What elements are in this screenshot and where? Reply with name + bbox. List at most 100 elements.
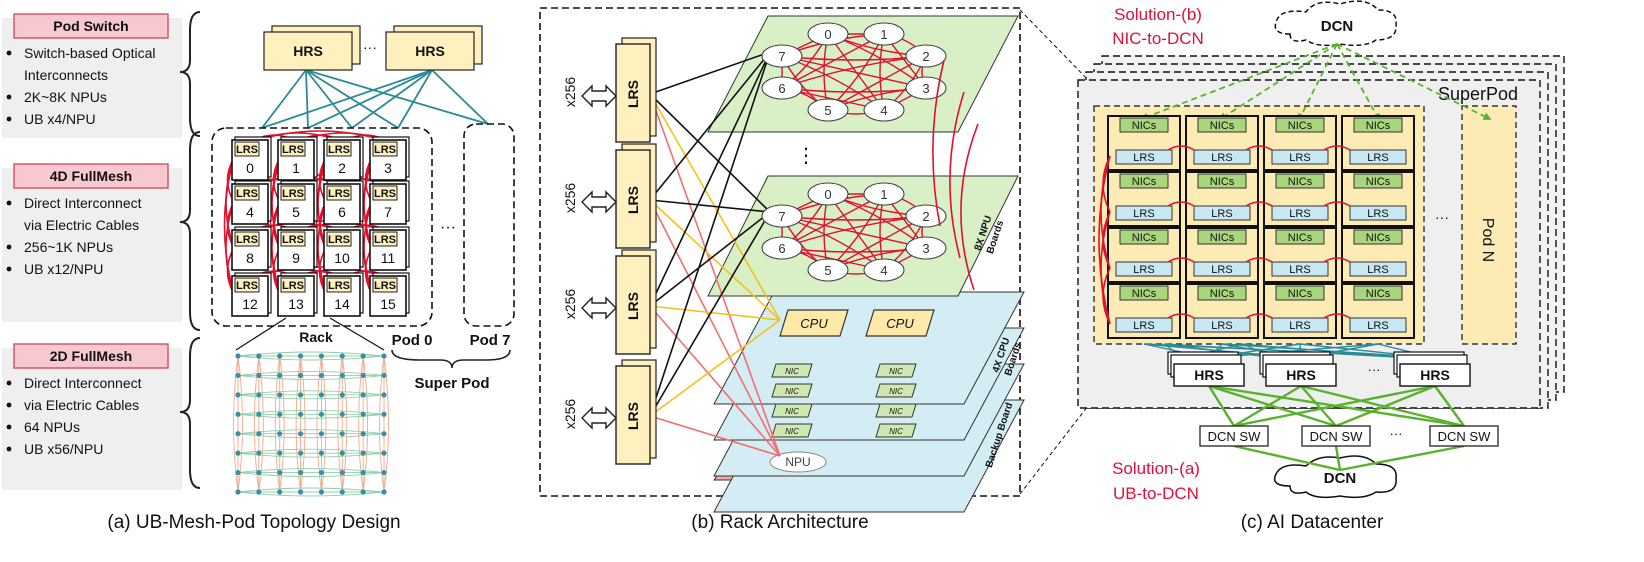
- hrs-link: [431, 69, 489, 125]
- npu-node: [297, 450, 304, 456]
- hrs-link: [305, 69, 399, 129]
- lrs-box: [280, 277, 306, 293]
- lrs-backup-link: [649, 199, 781, 457]
- nics-label: NICs: [1210, 288, 1235, 300]
- hrs-switch: [263, 31, 353, 71]
- npu-node: [381, 353, 387, 359]
- mesh-edge: [237, 390, 385, 396]
- rack-links: [649, 51, 781, 457]
- npu-node: [235, 450, 241, 456]
- lrs-box: [234, 231, 260, 247]
- nics-label: NICs: [1366, 120, 1391, 132]
- mesh-link: [1245, 145, 1273, 151]
- npu-node: [339, 353, 345, 359]
- lrs-label: LRS: [1367, 152, 1388, 164]
- npu-node: [381, 489, 387, 495]
- lrs-switch: [615, 149, 651, 249]
- lrs-label: LRS: [328, 188, 350, 200]
- nic-chip: [875, 383, 917, 398]
- caption-b: (b) Rack Architecture: [691, 512, 868, 533]
- lrs-label: LRS: [1367, 264, 1388, 276]
- rack-label: Rack: [299, 329, 333, 345]
- hrs-link: [307, 69, 433, 129]
- inter-board-link: [932, 59, 945, 227]
- mesh-edge: [358, 355, 364, 493]
- lrs-backup-link: [649, 415, 781, 457]
- lrs-backup-link: [649, 305, 781, 457]
- bullet-dot: [6, 446, 12, 452]
- nics-label: NICs: [1132, 232, 1157, 244]
- backup-npu-label: NPU: [785, 455, 810, 469]
- npu-number: 4: [880, 263, 887, 278]
- npu-node: [277, 353, 283, 359]
- npu-node: [863, 182, 905, 206]
- lrs-box: [1193, 205, 1251, 221]
- mesh-edge: [362, 355, 369, 493]
- hrs-label: HRS: [415, 43, 445, 59]
- rack-number: 6: [338, 204, 346, 220]
- lrs-label: LRS: [236, 234, 258, 246]
- npu-node: [339, 392, 345, 398]
- npu-node: [807, 258, 849, 282]
- pods-ellipsis: ···: [440, 219, 456, 236]
- rack-number: 15: [380, 296, 396, 312]
- mesh-edge: [237, 371, 385, 376]
- npu-number: 6: [778, 81, 785, 96]
- npu-node: [360, 372, 366, 379]
- lrs-npu-link: [649, 93, 771, 213]
- nics-label: NICs: [1132, 288, 1157, 300]
- npu-number: 7: [778, 49, 785, 64]
- npu-node: [297, 431, 304, 437]
- lrs-npu-link: [649, 199, 771, 213]
- npu-node: [381, 411, 387, 417]
- npu-node: [863, 22, 905, 46]
- mesh-edge: [274, 355, 281, 493]
- rack-number: 13: [288, 296, 304, 312]
- lrs-label: LRS: [1211, 320, 1232, 332]
- npu-node: [256, 411, 262, 417]
- rack-number: 1: [292, 160, 300, 176]
- rack-number: 0: [246, 160, 254, 176]
- lrs-box: [1349, 149, 1407, 165]
- lrs-label: LRS: [236, 280, 258, 292]
- hrs-dcnsw-link: [1207, 385, 1236, 427]
- nics-label: NICs: [1288, 120, 1313, 132]
- hrs-dcnsw-link: [1335, 384, 1436, 428]
- level-bullet: Direct Interconnect: [24, 375, 142, 391]
- hrs-label: HRS: [1420, 367, 1450, 383]
- nics-label: NICs: [1366, 176, 1391, 188]
- lrs-box: [1193, 149, 1251, 165]
- rack-number: 5: [292, 204, 300, 220]
- npu-node: [381, 469, 387, 476]
- npu-node: [235, 353, 241, 359]
- npu-node: [235, 469, 241, 476]
- npu-node: [360, 353, 366, 359]
- zoom-line: [1019, 397, 1095, 495]
- npu-number: 2: [922, 209, 929, 224]
- brace-4d-fullmesh: [179, 131, 201, 331]
- lrs-label: LRS: [328, 280, 350, 292]
- npu-node: [235, 392, 241, 398]
- nics-box: [1353, 117, 1403, 133]
- bidir-arrow: [581, 84, 617, 108]
- mesh-link: [225, 201, 235, 295]
- nics-label: NICs: [1288, 232, 1313, 244]
- lrs-label: LRS: [1289, 264, 1310, 276]
- lrs-cpu-link: [649, 199, 781, 321]
- lrs-label: LRS: [625, 80, 641, 108]
- rack: [231, 229, 269, 271]
- level-title: 2D FullMesh: [50, 348, 132, 364]
- hrs-label: HRS: [1286, 367, 1316, 383]
- nic-label: NIC: [785, 387, 799, 396]
- mesh-edge: [237, 429, 385, 435]
- lrs-hrs-link: [1163, 343, 1411, 359]
- npu-node: [905, 44, 947, 68]
- lrs-label: LRS: [236, 144, 258, 156]
- level-title: 4D FullMesh: [50, 168, 132, 184]
- level-bullet: Interconnects: [24, 67, 108, 83]
- level-title-box: [13, 343, 169, 369]
- npu-node: [360, 392, 366, 398]
- nic-label: NIC: [785, 427, 799, 436]
- mesh-link: [317, 201, 327, 295]
- nic-dcn-link: [1218, 43, 1338, 121]
